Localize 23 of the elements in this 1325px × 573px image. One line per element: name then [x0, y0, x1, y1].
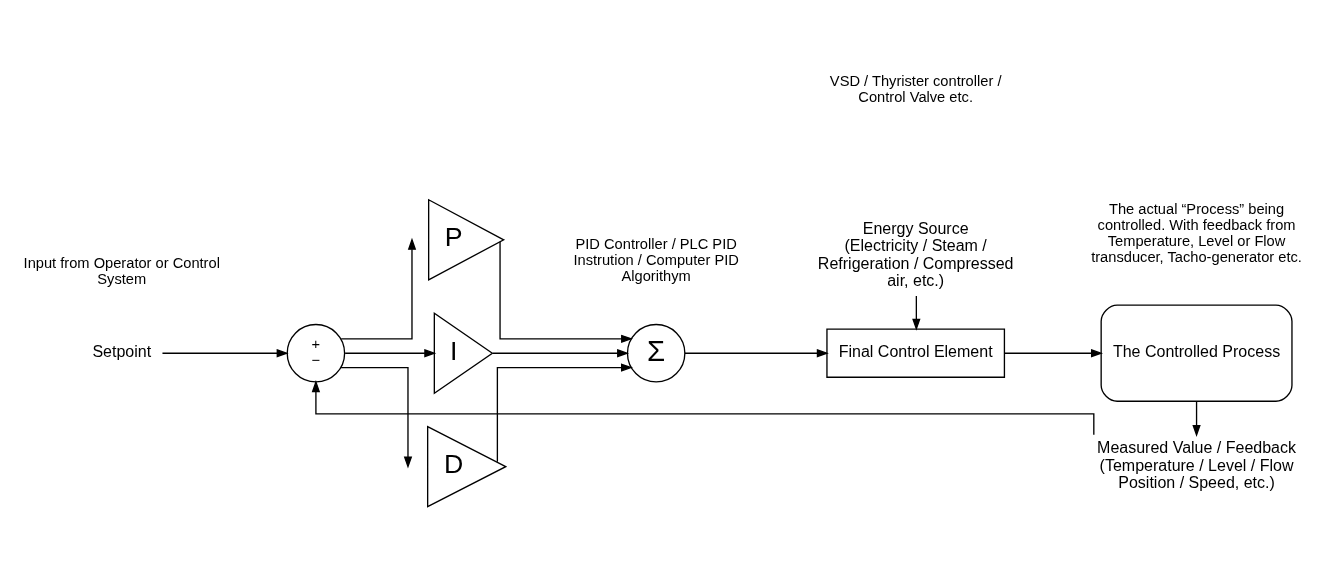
- arrow: [912, 295, 921, 331]
- node-circle: + −: [286, 323, 346, 383]
- arrow: [496, 363, 633, 463]
- label: Input from Operator or Control System: [23, 254, 220, 287]
- label: The actual “Process” being controlled. With feedback from Temperature, Level or Flow transducer, Tacho-generator etc.: [1091, 201, 1302, 266]
- arrow: [340, 237, 417, 340]
- label: PID Controller / PLC PID Instrution / Computer PID Algorithym: [573, 235, 739, 284]
- arrow: [161, 349, 289, 358]
- arrow: [311, 380, 1095, 436]
- arrow: [340, 366, 413, 469]
- arrow: [499, 241, 634, 344]
- node-text: Setpoint: [92, 343, 152, 361]
- node-box: The Controlled Process: [1100, 304, 1293, 402]
- arrow: [1192, 400, 1201, 437]
- node-box: Final Control Element: [826, 328, 1006, 378]
- arrow: [492, 349, 630, 358]
- label: VSD / Thyrister controller / Control Valve etc.: [829, 73, 1002, 106]
- arrow: [1003, 349, 1103, 358]
- node-circle: Σ: [626, 323, 686, 383]
- arrow: [344, 349, 437, 358]
- node-text: Measured Value / Feedback (Temperature / Level / Flow Position / Speed, etc.): [1097, 439, 1297, 492]
- node-text: Energy Source (Electricity / Steam / Refrigeration / Compressed air, etc.): [817, 219, 1014, 289]
- arrow: [684, 349, 829, 358]
